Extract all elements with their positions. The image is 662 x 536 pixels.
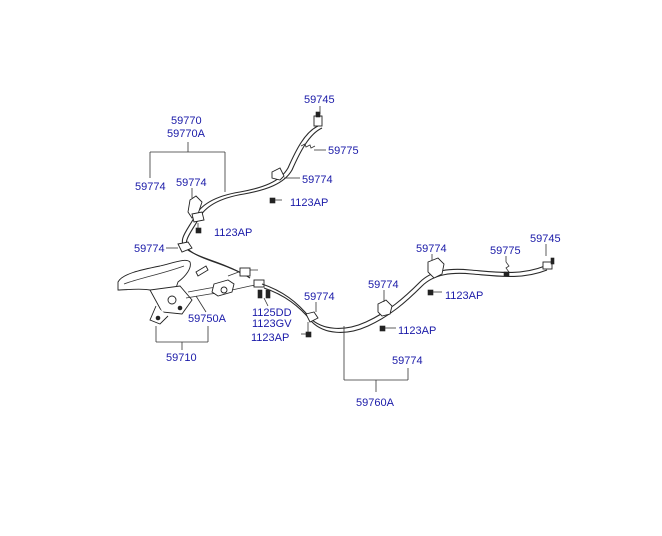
equalizer	[211, 267, 271, 299]
label-1123ap-lower-left: 1123AP	[251, 332, 289, 344]
right-cable-assembly	[261, 257, 555, 333]
label-1123ap-right: 1123AP	[445, 290, 483, 302]
bolt-1123ap-e	[301, 322, 312, 338]
left-cable-assembly	[177, 111, 323, 279]
label-1123ap-upper: 1123AP	[290, 197, 328, 209]
label-59774-clip-lower: 59774	[134, 243, 165, 255]
cable-clip	[177, 241, 193, 253]
label-59745-top: 59745	[304, 94, 335, 106]
label-59774-right-top: 59774	[416, 243, 447, 255]
label-59774-clip-upper: 59774	[302, 174, 333, 186]
label-59774-bottom: 59774	[392, 355, 423, 367]
label-59774-lower-center: 59774	[304, 291, 335, 303]
label-59774-right-mid: 59774	[368, 279, 399, 291]
label-1125dd: 1125DD	[252, 307, 292, 319]
label-59774-clip-middle: 59774	[176, 177, 207, 189]
bolt-1123ap-d	[379, 325, 396, 332]
cable-clip	[271, 167, 285, 181]
label-1123ap-middle: 1123AP	[214, 227, 252, 239]
cable-clip	[305, 311, 319, 323]
return-spring	[300, 143, 316, 149]
bolt-1123ap-a	[269, 197, 282, 204]
parking-brake-lever	[117, 259, 229, 325]
label-59775-right: 59775	[490, 245, 521, 257]
cable-end-fitting	[313, 115, 323, 127]
label-1123gv: 1123GV	[252, 318, 292, 330]
label-59770: 59770	[171, 115, 202, 127]
label-59750a: 59750A	[188, 313, 227, 325]
part-labels: 59745 59775 59770 59770A 59774 59774 597…	[134, 94, 561, 409]
label-59760a: 59760A	[356, 397, 395, 409]
leader-lines	[149, 106, 547, 392]
label-59775-top: 59775	[328, 145, 359, 157]
bolt-1123ap-c	[427, 289, 442, 296]
cable-clip	[427, 257, 445, 279]
label-59774-bracket-left: 59774	[135, 181, 166, 193]
label-59770a: 59770A	[167, 128, 206, 140]
label-59710: 59710	[166, 352, 197, 364]
label-1123ap-lower-right: 1123AP	[398, 325, 436, 337]
cable-clip	[377, 299, 393, 317]
label-59745-right: 59745	[530, 233, 561, 245]
bolt-1123ap-b	[195, 223, 202, 234]
